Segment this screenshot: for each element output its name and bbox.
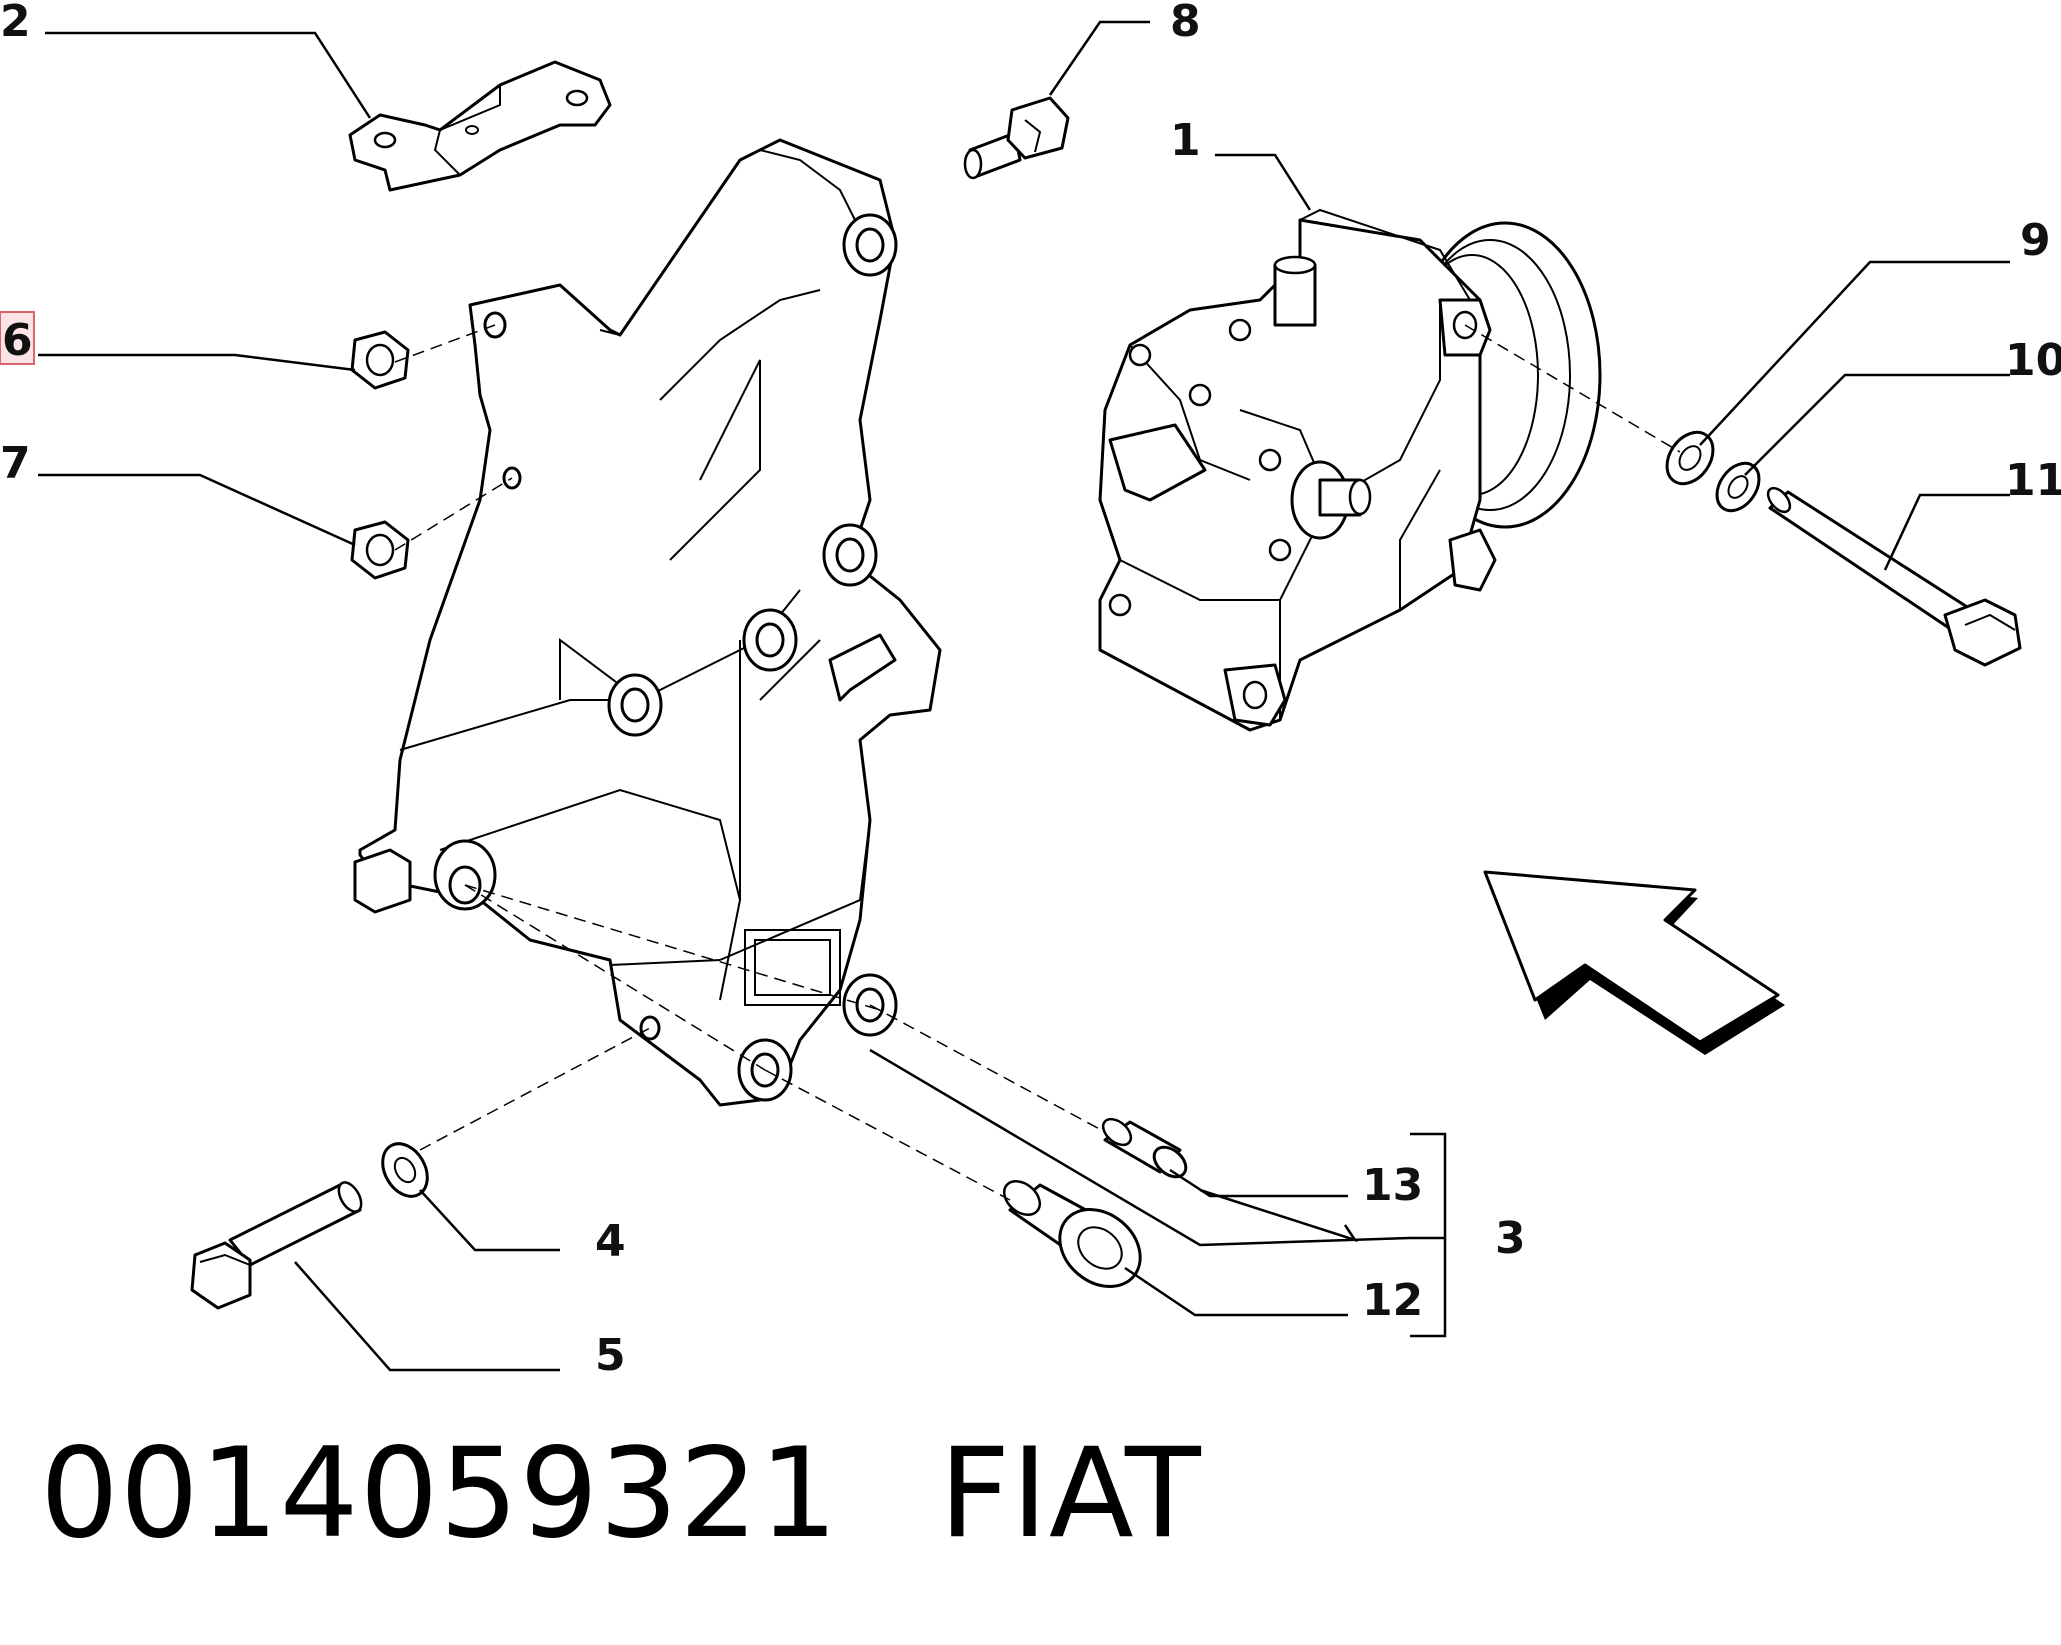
callout-6-highlight bbox=[0, 311, 35, 365]
part-2-bracket bbox=[348, 60, 612, 192]
callout-2: 2 bbox=[0, 0, 31, 47]
mounting-bracket bbox=[353, 138, 942, 1107]
callout-4: 4 bbox=[595, 1216, 626, 1267]
part-10-washer bbox=[1715, 461, 1761, 513]
part-13-sleeve bbox=[1101, 1117, 1188, 1179]
part-number: 0014059321 bbox=[40, 1422, 839, 1566]
callout-10: 10 bbox=[2005, 335, 2061, 386]
callout-11: 11 bbox=[2005, 455, 2061, 506]
direction-arrow bbox=[1483, 870, 1785, 1055]
part-4-washer bbox=[381, 1142, 429, 1198]
callout-7: 7 bbox=[0, 438, 31, 489]
brand-name: FIAT bbox=[938, 1422, 1202, 1566]
callout-3: 3 bbox=[1495, 1213, 1526, 1264]
part-7-nut bbox=[350, 520, 410, 580]
part-11-bolt bbox=[1766, 486, 2022, 667]
part-5-bolt bbox=[190, 1181, 363, 1310]
part-1-compressor bbox=[1098, 208, 1602, 732]
callout-13: 13 bbox=[1362, 1160, 1423, 1211]
callout-6: 6 bbox=[2, 315, 33, 366]
part-12-bushing bbox=[1002, 1180, 1142, 1288]
callout-labels: 2 8 1 6 7 9 10 11 13 3 12 4 5 bbox=[0, 0, 2061, 1381]
callout-1: 1 bbox=[1170, 115, 1201, 166]
leader-lines bbox=[38, 20, 2010, 1372]
part-8-bolt bbox=[963, 96, 1070, 180]
callout-9: 9 bbox=[2020, 215, 2051, 266]
assembly-lines bbox=[394, 324, 1681, 1201]
callout-12: 12 bbox=[1362, 1275, 1423, 1326]
callout-8: 8 bbox=[1170, 0, 1201, 47]
part-9-washer bbox=[1665, 430, 1715, 486]
callout-5: 5 bbox=[595, 1330, 626, 1381]
